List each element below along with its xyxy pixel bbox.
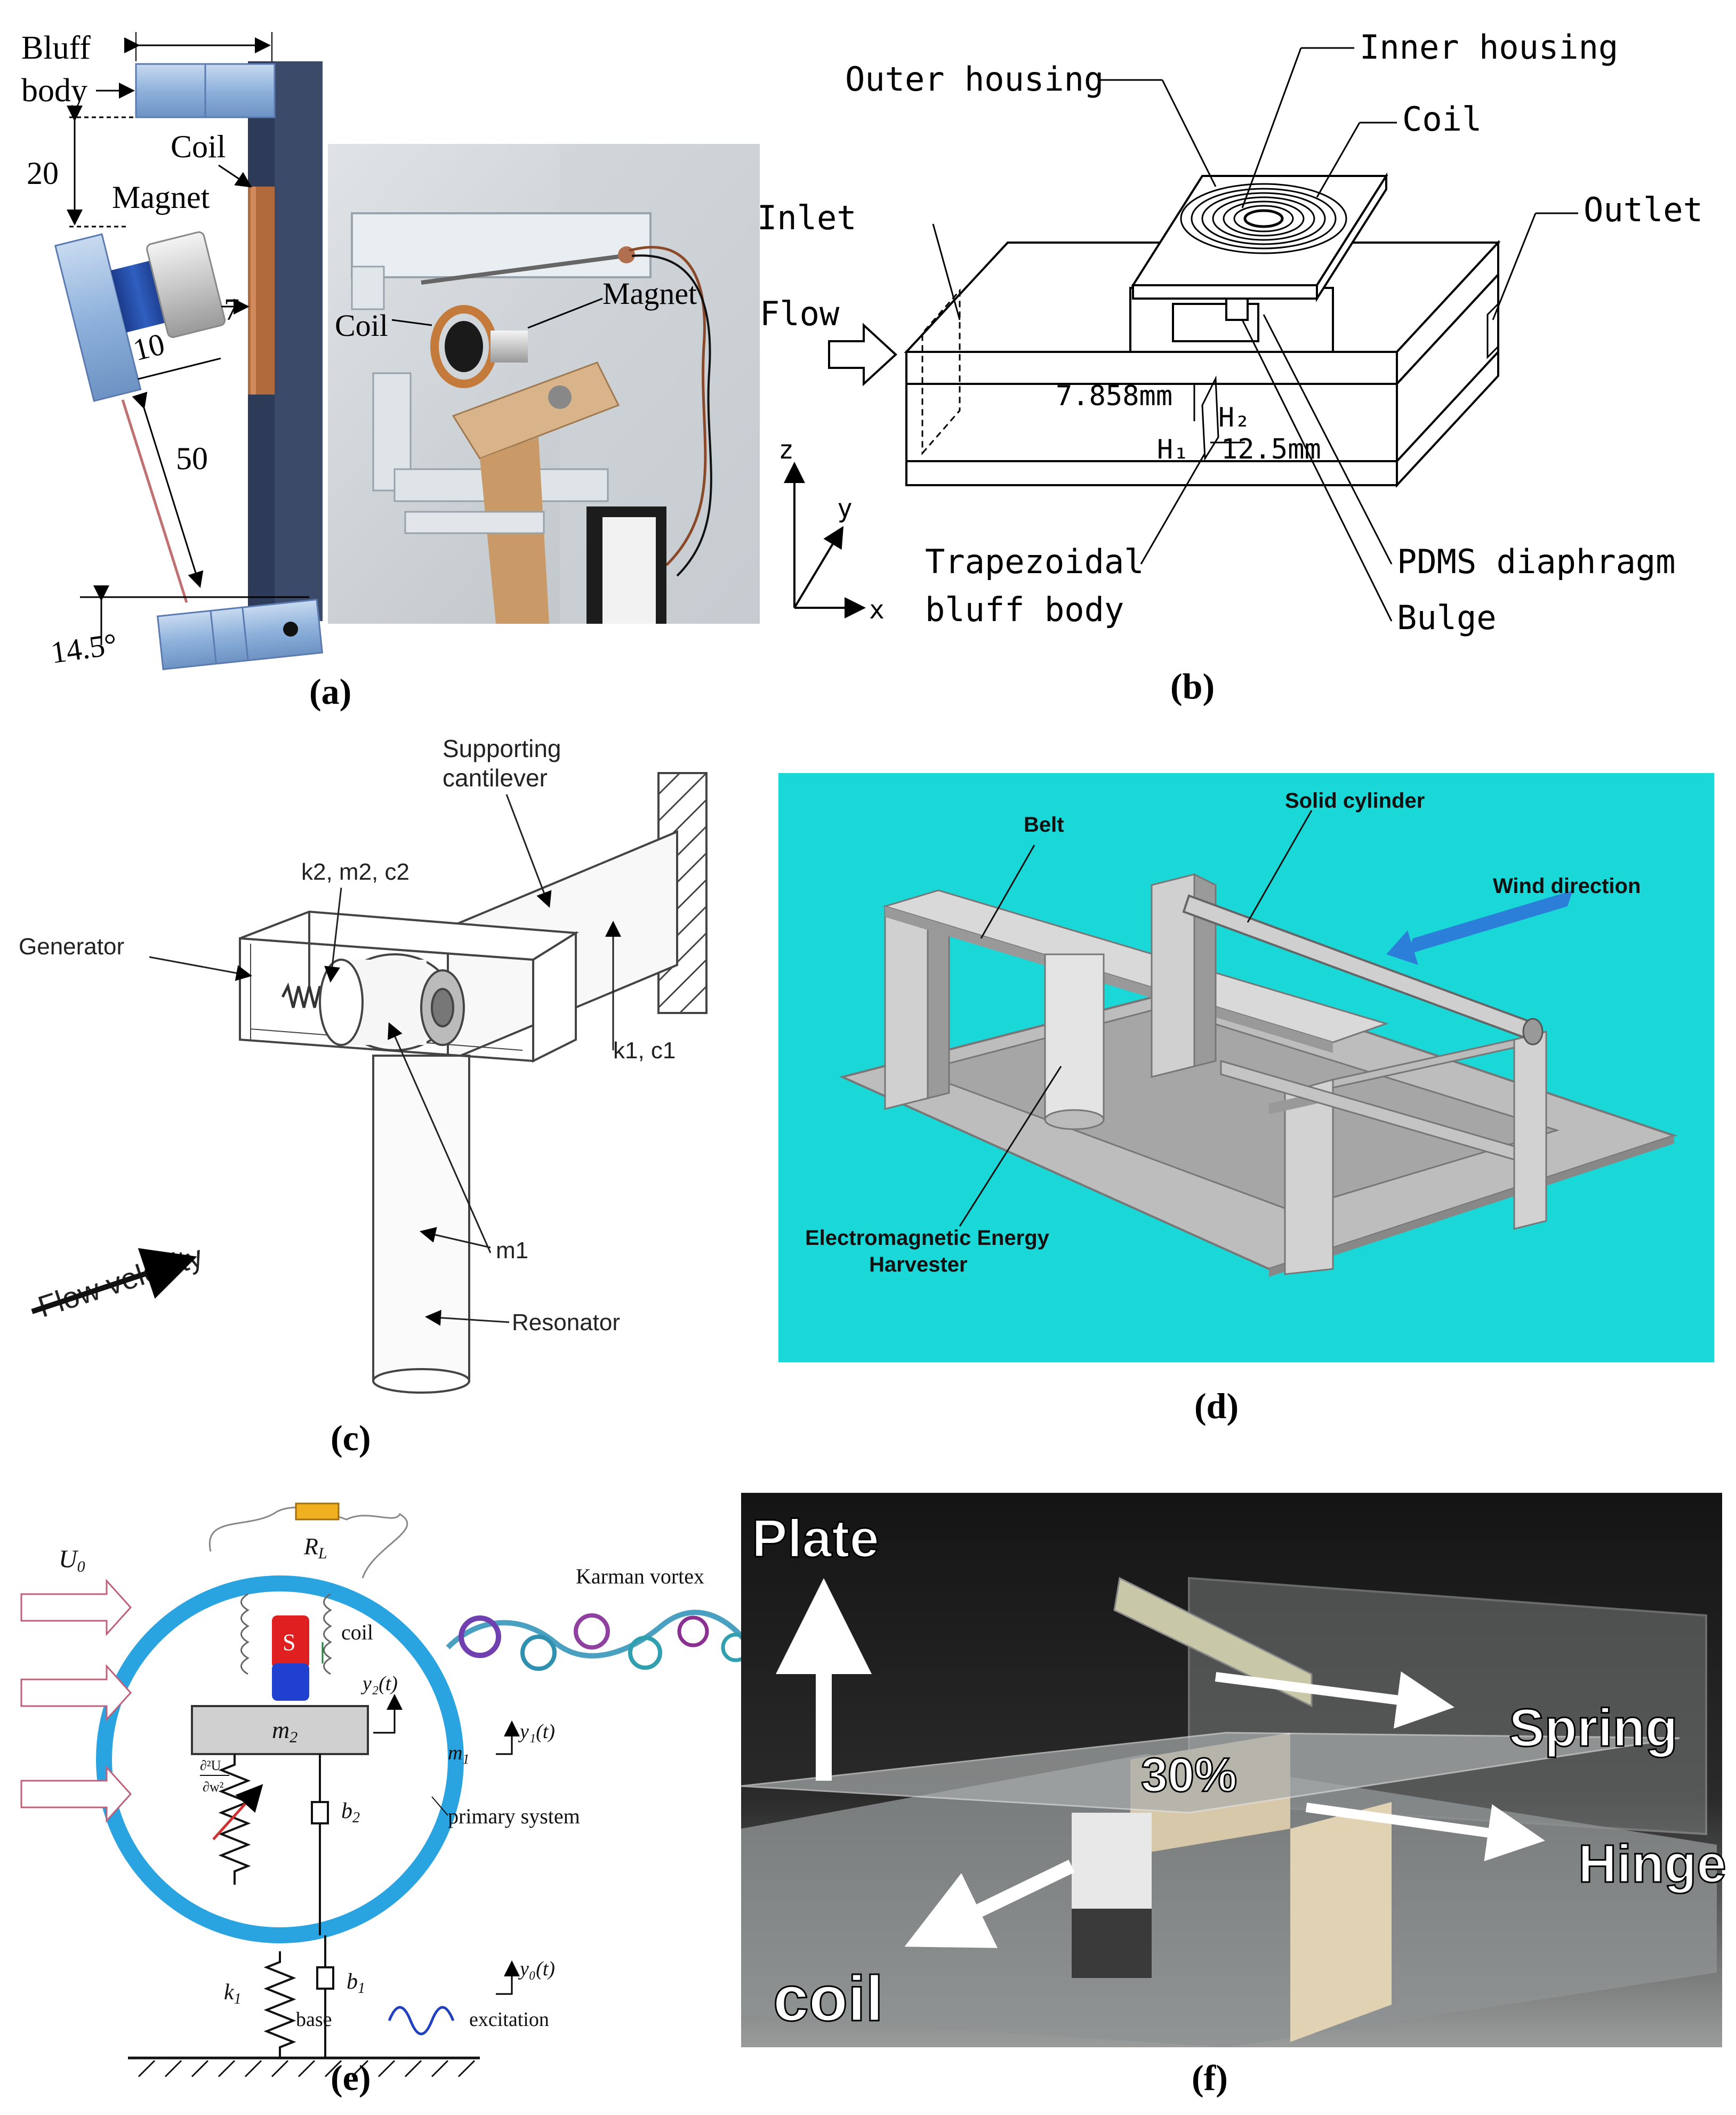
caption-a: (a) (309, 671, 351, 712)
label-du: ∂²U (200, 1758, 221, 1773)
label-m1: m1 (496, 1237, 528, 1264)
label-pdms: PDMS diaphragm (1397, 542, 1676, 581)
label-plate: Plate (752, 1509, 879, 1569)
label-coil-f: coil (773, 1963, 883, 2034)
panel-b (784, 47, 1578, 622)
label-emh-1: Electromagnetic Energy (805, 1226, 1050, 1250)
label-solid-cylinder: Solid cylinder (1285, 789, 1425, 813)
label-y0: y₀(t) (518, 1958, 555, 1980)
pendulum-rod (121, 399, 188, 603)
label-u0: U0 (59, 1545, 85, 1575)
label-dim-7: 7 (224, 292, 239, 327)
caption-d: (d) (1194, 1386, 1239, 1426)
primary-ring (96, 1575, 464, 1943)
label-excitation: excitation (469, 2008, 549, 2031)
photo-label-magnet: Magnet (602, 276, 697, 311)
label-h1: H₁ (1157, 434, 1189, 465)
label-outer-housing: Outer housing (845, 60, 1104, 99)
caption-f: (f) (1192, 2057, 1228, 2098)
label-y2: y₂(t) (360, 1672, 398, 1695)
label-flow: Flow (760, 294, 840, 333)
panel-d (778, 773, 1714, 1362)
label-dw: ∂w² (203, 1779, 224, 1795)
label-m2: m2 (272, 1716, 298, 1746)
label-resonator: Resonator (512, 1309, 620, 1336)
label-emh-2: Harvester (869, 1253, 968, 1276)
label-rl: RL (303, 1533, 327, 1562)
panel-c-labels: Supporting cantilever k2, m2, c2 Generat… (19, 735, 676, 1336)
pivot-pin (283, 622, 298, 637)
label-b2: b2 (341, 1799, 360, 1826)
backing-plate (275, 61, 323, 621)
label-coil-b: Coil (1402, 100, 1482, 139)
label-inlet: Inlet (757, 198, 857, 237)
photo-a: Coil Magnet (328, 144, 760, 624)
load-resistor (295, 1502, 340, 1521)
label-k1c1: k1, c1 (613, 1038, 676, 1064)
mass-m2 (191, 1705, 369, 1755)
label-m1: m1 (448, 1742, 469, 1767)
pivot-block (156, 598, 324, 671)
label-karman: Karman vortex (576, 1564, 704, 1588)
panel-f (741, 1493, 1722, 2047)
label-bluff-body-b: bluff body (925, 590, 1124, 629)
panel-e (20, 1502, 751, 2078)
panel-b-labels: Inner housing Outer housing Coil Inlet O… (757, 28, 1703, 637)
caption-b: (b) (1170, 666, 1215, 706)
label-trapezoidal: Trapezoidal (925, 542, 1144, 581)
label-b1: b1 (347, 1969, 365, 1997)
label-base: base (296, 2008, 332, 2031)
label-h2: H₂ (1218, 402, 1250, 433)
axis-z: z (778, 435, 794, 465)
photo-label-coil: Coil (335, 308, 388, 343)
panel-e-labels: RL U0 Karman vortex coil S y₂(t) m2 y₁(t… (59, 1533, 704, 2031)
label-k2m2c2: k2, m2, c2 (301, 859, 409, 885)
label-dim-20: 20 (27, 156, 59, 191)
label-coil: Coil (171, 129, 226, 164)
label-dim-50: 50 (176, 441, 208, 476)
photo-coil (1072, 1813, 1152, 1909)
panel-c (239, 772, 708, 1394)
label-supporting: Supporting (443, 735, 561, 762)
label-cantilever: cantilever (443, 764, 548, 792)
flow-velocity-arrow (31, 1248, 197, 1314)
panel-d-labels: Belt Solid cylinder Wind direction Elect… (805, 789, 1641, 1276)
label-bluff: Bluff (21, 30, 91, 66)
label-spring: Spring (1509, 1698, 1678, 1758)
label-magnet: Magnet (112, 180, 210, 215)
label-angle: 14.5° (49, 626, 119, 670)
label-dim-10: 10 (130, 326, 168, 367)
label-k1: k1 (224, 1980, 242, 2007)
magnet-silver-cap (146, 231, 226, 338)
label-generator: Generator (19, 934, 124, 960)
label-s: S (283, 1629, 295, 1655)
magnet-south (272, 1663, 309, 1701)
label-dim-7858: 7.858mm (1056, 380, 1172, 412)
axis-y: y (837, 494, 853, 524)
label-body: body (21, 73, 87, 109)
label-belt: Belt (1024, 813, 1064, 837)
magnet-north (272, 1615, 309, 1669)
label-percent: 30% (1141, 1749, 1237, 1802)
panel-f-labels: Plate Spring 30% Hinge coil (751, 1508, 1727, 2036)
axis-x: x (869, 595, 885, 625)
label-coil-e: coil (341, 1620, 373, 1644)
label-hinge: Hinge (1578, 1834, 1726, 1894)
label-outlet: Outlet (1584, 190, 1703, 229)
label-wind-direction: Wind direction (1493, 874, 1641, 898)
karman-vortex (446, 1610, 751, 1671)
panel-a: Bluff body Coil Magnet 20 7 10 50 14.5° (21, 30, 760, 712)
label-inner-housing: Inner housing (1360, 28, 1618, 67)
label-bulge: Bulge (1397, 598, 1497, 637)
caption-e: (e) (331, 2057, 371, 2098)
caption-c: (c) (331, 1418, 371, 1458)
label-y1: y₁(t) (518, 1720, 555, 1743)
label-primary: primary system (448, 1804, 580, 1828)
label-dim-125: 12.5mm (1221, 433, 1321, 465)
